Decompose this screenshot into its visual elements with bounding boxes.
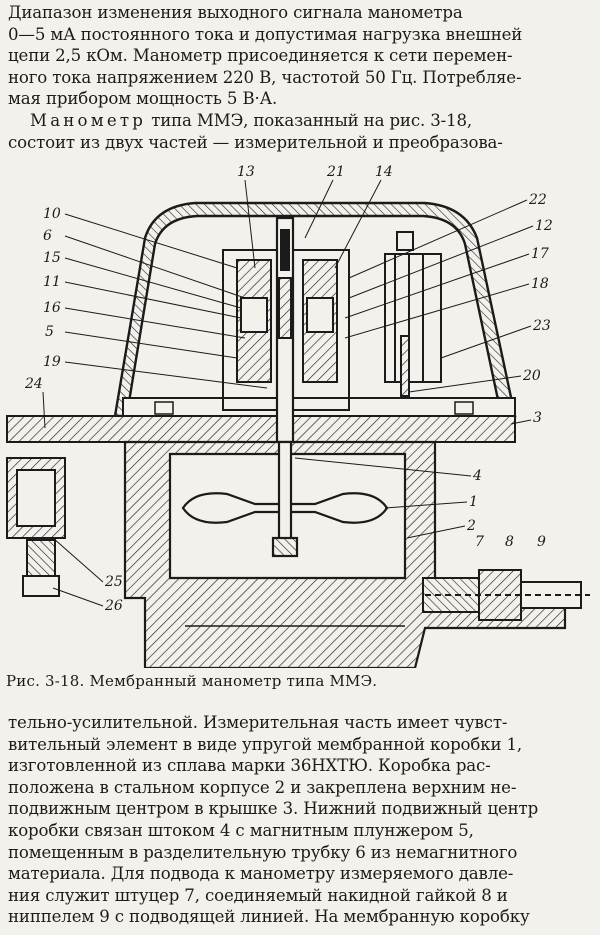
text-line: Манометр типа ММЭ, показанный на рис. 3-…	[8, 110, 592, 132]
transformer-block	[384, 231, 442, 397]
text-line: Диапазон изменения выходного сигнала ман…	[8, 3, 463, 22]
top-paragraph: Диапазон изменения выходного сигнала ман…	[8, 2, 592, 153]
text-line: ниппелем 9 с подводящей линией. На мембр…	[8, 907, 530, 927]
manometer-drawing: 13 21 14 10 6 15 11 16 5 19 24 22 12 17 …	[5, 158, 595, 668]
text-line: коробки связан штоком 4 с магнитным плун…	[8, 820, 474, 840]
label-23: 23	[532, 318, 551, 334]
label-1: 1	[469, 494, 478, 510]
leader-lines	[42, 179, 534, 607]
text-line: тельно-усилительной. Измерительная часть…	[8, 713, 508, 732]
label-7: 7	[475, 534, 484, 550]
text-line: состоит из двух частей — измерительной и…	[8, 132, 503, 152]
label-2: 2	[466, 518, 476, 534]
connector-left	[6, 457, 66, 597]
label-11: 11	[43, 274, 61, 290]
label-16: 16	[43, 300, 61, 316]
label-14: 14	[375, 164, 393, 180]
text-line: цепи 2,5 кОм. Манометр присоединяется к …	[8, 46, 513, 66]
text-line: изготовленной из сплава марки 36НХТЮ. Ко…	[8, 756, 491, 776]
text-line: ного тока напряжением 220 В, частотой 50…	[8, 67, 522, 87]
text-line: 0—5 мА постоянного тока и допустимая наг…	[8, 24, 523, 44]
coil-assembly	[222, 216, 350, 460]
label-20: 20	[522, 368, 541, 384]
label-6: 6	[43, 228, 52, 244]
label-10: 10	[43, 206, 61, 222]
label-21: 21	[326, 164, 345, 180]
text-line: положена в стальном корпусе 2 и закрепле…	[8, 777, 517, 797]
label-15: 15	[43, 250, 61, 266]
label-4: 4	[472, 468, 482, 484]
label-8: 8	[505, 534, 514, 550]
text-line: материала. Для подвода к манометру измер…	[8, 864, 514, 884]
bottom-paragraph: тельно-усилительной. Измерительная часть…	[8, 712, 592, 928]
label-9: 9	[537, 534, 546, 550]
text-line: мая прибором мощность 5 В·А.	[8, 89, 278, 109]
label-22: 22	[528, 192, 547, 208]
callout-labels: 13 21 14 10 6 15 11 16 5 19 24 22 12 17 …	[24, 164, 553, 614]
text-line: подвижным центром в крышке 3. Нижний под…	[8, 799, 539, 819]
label-12: 12	[535, 218, 553, 234]
figure-caption: Рис. 3-18. Мембранный манометр типа ММЭ.	[6, 672, 378, 690]
label-13: 13	[237, 164, 255, 180]
label-18: 18	[531, 276, 549, 292]
label-19: 19	[43, 354, 61, 370]
label-24: 24	[24, 376, 43, 392]
spaced-term: Манометр	[30, 110, 147, 130]
text-fragment: типа ММЭ, показанный на рис. 3-18,	[151, 110, 473, 130]
label-25: 25	[104, 574, 123, 590]
label-17: 17	[531, 246, 549, 262]
text-line: вительный элемент в виде упругой мембран…	[8, 734, 523, 754]
label-3: 3	[533, 410, 542, 426]
label-5: 5	[45, 324, 54, 340]
text-line: ния служит штуцер 7, соединяемый накидно…	[8, 885, 508, 905]
label-26: 26	[104, 598, 123, 614]
text-line: помещенным в разделительную трубку 6 из …	[8, 842, 518, 862]
fitting-assembly	[422, 569, 590, 621]
